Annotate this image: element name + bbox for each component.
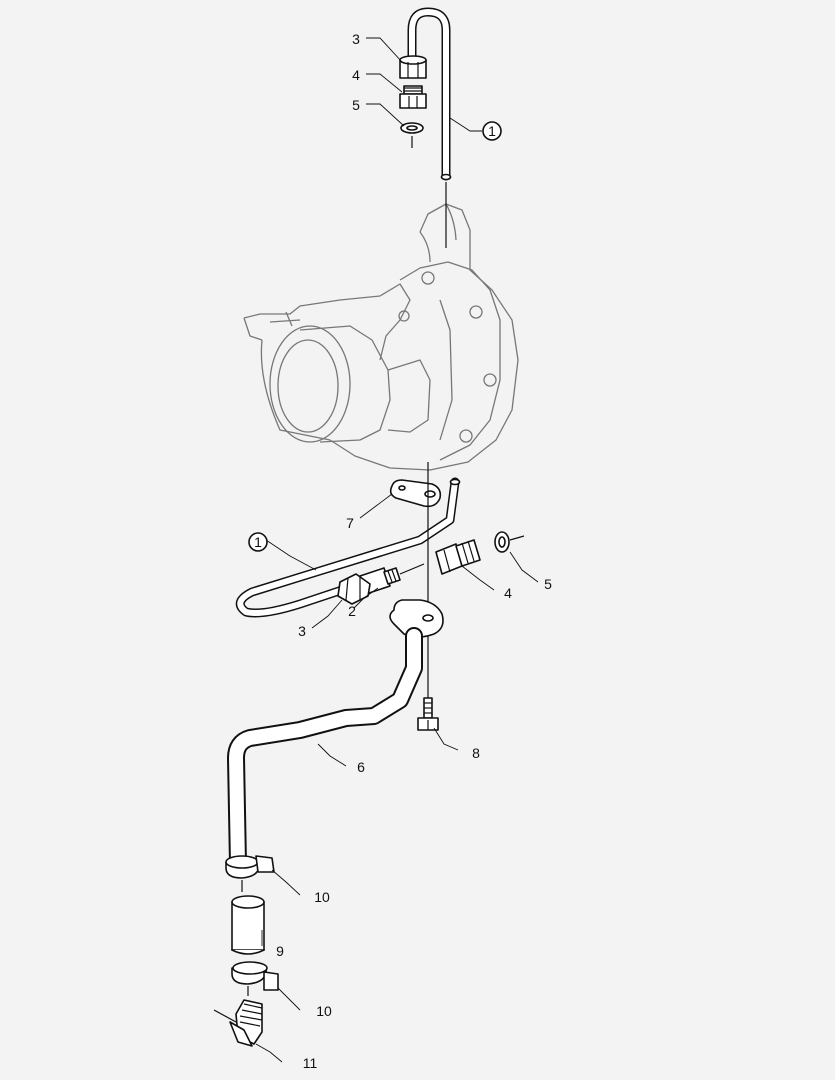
fitting-mid xyxy=(359,563,425,595)
drain-pipe xyxy=(227,599,444,873)
label-fitting-mid: 2 xyxy=(348,603,356,619)
feed-tube-top xyxy=(407,7,452,248)
feed-tube-loop xyxy=(235,477,461,618)
hose-clamp-upper xyxy=(225,855,275,892)
hex-nut-top xyxy=(399,55,427,79)
label-tube-mid: 1 xyxy=(254,534,262,550)
label-tube-top: 1 xyxy=(488,123,496,139)
hose-clamp-lower xyxy=(231,961,279,996)
label-fitting-top: 4 xyxy=(352,67,360,83)
fitting-top xyxy=(399,85,427,109)
label-washer-right: 5 xyxy=(544,576,552,592)
label-gasket: 7 xyxy=(346,515,354,531)
label-clamp-upper: 10 xyxy=(314,889,330,905)
label-nut-mid: 3 xyxy=(298,623,306,639)
hex-nut-mid xyxy=(337,573,371,605)
label-hose: 9 xyxy=(276,943,284,959)
bolt xyxy=(417,697,439,731)
label-clamp-lower: 10 xyxy=(316,1003,332,1019)
elbow-fitting xyxy=(213,999,263,1047)
label-fitting-right: 4 xyxy=(504,585,512,601)
gasket xyxy=(389,479,442,508)
rubber-hose xyxy=(231,895,265,955)
label-bolt: 8 xyxy=(472,745,480,761)
label-washer-top: 5 xyxy=(352,97,360,113)
label-elbow: 11 xyxy=(303,1055,318,1071)
fitting-right xyxy=(435,539,481,575)
washer-top xyxy=(400,122,424,148)
label-drain-pipe: 6 xyxy=(357,759,365,775)
callout-circle-tube-mid xyxy=(248,532,268,552)
washer-right xyxy=(494,531,525,553)
callout-circle-tube-top xyxy=(482,121,502,141)
turbocharger-outline xyxy=(243,203,519,471)
part-labels: 1 3 4 5 1 7 2 3 4 5 8 6 10 9 10 11 xyxy=(254,31,552,1071)
label-nut-top: 3 xyxy=(352,31,360,47)
leader-lines xyxy=(255,37,539,1063)
